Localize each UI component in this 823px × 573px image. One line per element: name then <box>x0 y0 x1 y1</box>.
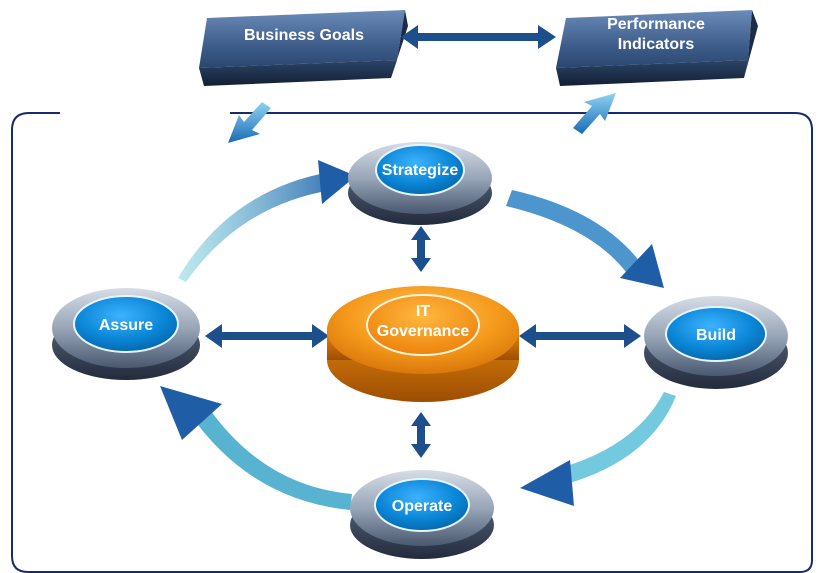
node-strategize-label: Strategize <box>382 162 459 179</box>
node-operate-label: Operate <box>392 498 453 515</box>
goals-indicators-double-arrow <box>401 25 556 49</box>
node-strategize: Strategize <box>348 142 492 225</box>
node-build: Build <box>644 296 788 389</box>
it-governance-label-line2: Governance <box>377 323 470 340</box>
double-arrow-center-build <box>519 324 641 348</box>
performance-indicators-label-line1: Performance <box>607 16 705 33</box>
node-build-label: Build <box>696 327 736 344</box>
goals-down-arrow <box>228 102 271 143</box>
double-arrow-assure-center <box>205 324 329 348</box>
node-operate: Operate <box>350 470 494 559</box>
performance-indicators-label-line2: Indicators <box>618 36 695 53</box>
it-governance-label-line1: IT <box>416 303 430 320</box>
flow-arrow-build-to-operate <box>520 392 676 506</box>
flow-arrow-operate-to-assure <box>160 386 352 510</box>
double-arrow-center-operate <box>411 412 431 458</box>
flow-arrow-assure-to-strategize <box>178 160 356 282</box>
node-assure-label: Assure <box>99 317 153 334</box>
node-it-governance: IT Governance <box>327 286 519 402</box>
business-goals-label: Business Goals <box>244 27 364 44</box>
performance-indicators-box: Performance Indicators <box>556 10 758 86</box>
business-goals-box: Business Goals <box>199 10 408 86</box>
node-assure: Assure <box>52 288 200 380</box>
frame <box>11 112 813 573</box>
flow-arrow-strategize-to-build <box>506 190 664 288</box>
double-arrow-strategize-center <box>411 226 431 272</box>
up-to-indicators-arrow <box>573 93 616 134</box>
